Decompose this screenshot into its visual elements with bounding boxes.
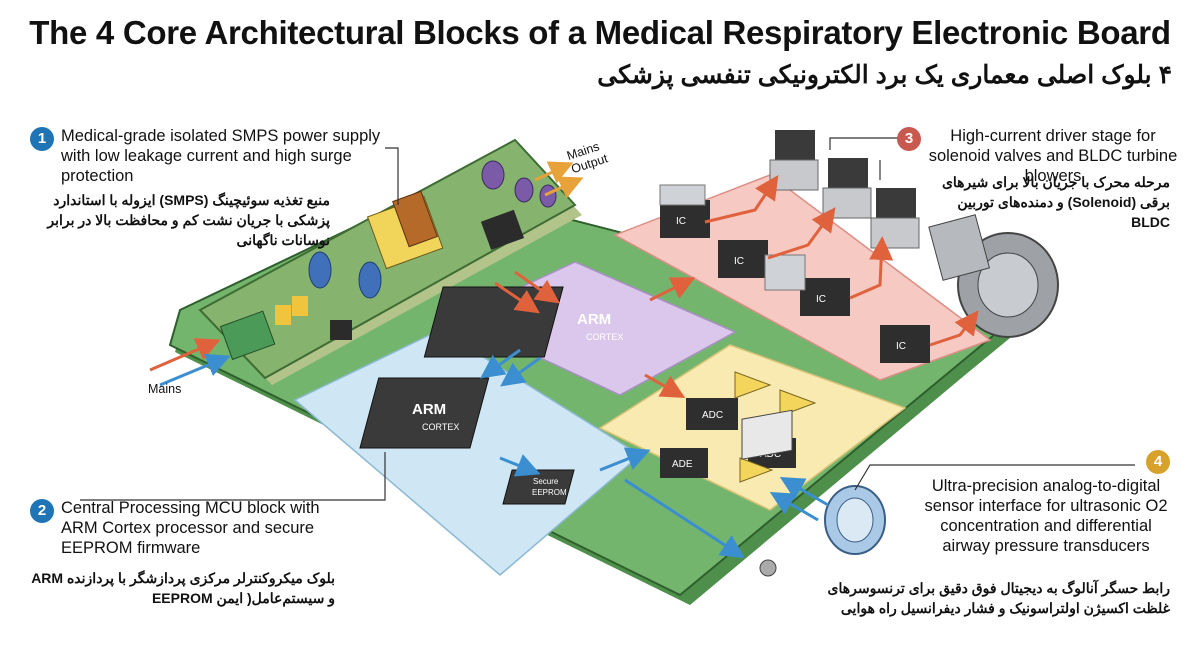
svg-text:ADE: ADE (672, 459, 693, 470)
badge-block-3: 3 (897, 127, 921, 151)
bldc-turbine-blower (928, 214, 1059, 338)
driver-ic-3: IC (800, 278, 850, 316)
arm-label: ARM (577, 311, 611, 328)
badge-block-1: 1 (30, 127, 54, 151)
block-3-description-persian: مرحله محرک با جریان بالا برای شیرهای برق… (941, 174, 1170, 230)
page-title: The 4 Core Architectural Blocks of a Med… (29, 14, 1171, 51)
opamp-1 (734, 371, 772, 399)
block-4-description: Ultra-precision analog-to-digital sensor… (924, 477, 1168, 555)
driver-ic-2: IC (718, 240, 768, 278)
badge-block-2: 2 (30, 499, 54, 523)
svg-text:CORTEX: CORTEX (422, 422, 459, 432)
svg-text:Secure: Secure (533, 477, 559, 486)
ade-chip: ADE (660, 448, 708, 478)
page-subtitle-persian: ۴ بلوک اصلی معماری یک برد الکترونیکی تنف… (597, 61, 1172, 89)
svg-text:CORTEX: CORTEX (586, 332, 623, 342)
block-1-description: Medical-grade isolated SMPS power supply… (61, 127, 381, 185)
signal-arrows (149, 161, 979, 559)
block-3-description: High-current driver stage for solenoid v… (928, 127, 1178, 185)
driver-ic-4: IC (880, 325, 930, 363)
solenoid-valve-2 (822, 158, 872, 219)
svg-text:IC: IC (676, 216, 686, 227)
heatsink (764, 254, 806, 291)
svg-text:IC: IC (816, 294, 826, 305)
block-2-description-persian: بلوک میکروکنترلر مرکزی پردازشگر با پرداز… (31, 570, 335, 606)
svg-text:IC: IC (734, 256, 744, 267)
pressure-transducer (741, 409, 793, 577)
svg-text:IC: IC (896, 341, 906, 352)
block-1-description-persian: منبع تغذیه سوئیچینگ (SMPS) ایزوله با است… (47, 192, 330, 248)
badge-block-4: 4 (1146, 450, 1170, 474)
svg-text:EEPROM: EEPROM (532, 488, 567, 497)
heatsink (659, 184, 706, 206)
solenoid-valve-3 (870, 188, 920, 249)
arm-chip-secondary: ARM CORTEX (359, 377, 490, 449)
opamp-2 (779, 389, 817, 417)
mains-label: Mains (148, 382, 182, 396)
opamp-3 (739, 457, 774, 483)
solenoid-valve-1 (769, 130, 819, 191)
block-4-description-persian: رابط حسگر آنالوگ به دیجیتال فوق دقیق برا… (827, 580, 1170, 616)
svg-text:ADC: ADC (702, 410, 723, 421)
block-2-description: Central Processing MCU block with ARM Co… (61, 499, 320, 557)
ultrasonic-transducer (824, 485, 886, 555)
driver-ic-1: IC (660, 200, 710, 238)
adc-chip-1: ADC (686, 398, 738, 430)
svg-text:ARM: ARM (412, 401, 446, 418)
callout-lines (80, 137, 1135, 501)
secure-eeprom-chip: Secure EEPROM (502, 469, 575, 505)
power-supply-board (198, 138, 582, 385)
